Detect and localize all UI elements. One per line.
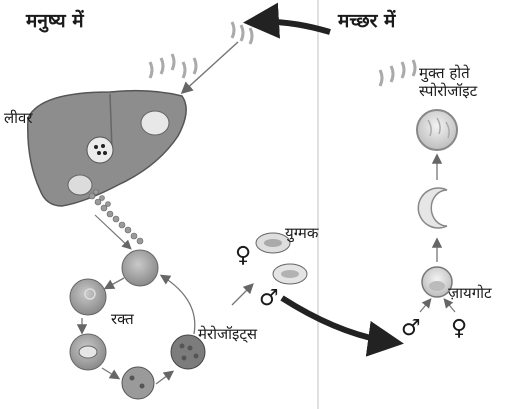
gametes-label: युग्मक — [285, 224, 319, 242]
liver-to-blood-arrow — [94, 214, 132, 250]
mosquito-host-title: मच्छर में — [338, 10, 396, 32]
liver-label: लीवर — [4, 109, 33, 127]
human-host-title: मनुष्य में — [26, 10, 84, 32]
blood-cycle-arrows — [76, 274, 196, 385]
male-to-zygote-arrow — [419, 298, 432, 313]
ookinete-crescent — [417, 187, 448, 229]
liver-schizont — [67, 174, 93, 196]
liver-lobe-line — [109, 93, 113, 151]
rbc-top — [121, 249, 159, 287]
top-cycle-arrow — [243, 2, 331, 39]
rbc-schizont — [121, 366, 155, 400]
male-symbol-icon: ♂ — [259, 286, 279, 311]
female-symbol-icon: ♀ — [235, 243, 252, 268]
merozoite-to-gamete-arrow — [231, 283, 254, 306]
female-symbol-bottom-icon: ♀ — [451, 316, 468, 341]
merozoite-chain-icon — [88, 189, 144, 245]
sporozoites-right-icon — [378, 59, 417, 87]
sporozoites-top-icon — [148, 21, 254, 79]
female-to-zygote-arrow — [443, 298, 456, 313]
oocyst-rupturing — [416, 109, 458, 151]
liver-cell-icon — [86, 136, 114, 164]
merozoites-label: मेरोजॉइट्स — [198, 325, 258, 343]
bottom-cycle-arrow — [280, 295, 404, 357]
free-sporozoites-label: मुक्त होते स्पोरोजॉइट — [419, 64, 478, 100]
liver-sporozoite-cyst — [140, 110, 170, 136]
rbc-ring-stage — [69, 278, 107, 316]
male-symbol-bottom-icon: ♂ — [401, 316, 421, 341]
sporozoite-to-liver-arrow — [180, 41, 239, 95]
blood-label: रक्त — [111, 310, 134, 328]
rbc-rupturing — [170, 334, 206, 370]
zygote-label: ज़ायगोट — [448, 284, 492, 302]
